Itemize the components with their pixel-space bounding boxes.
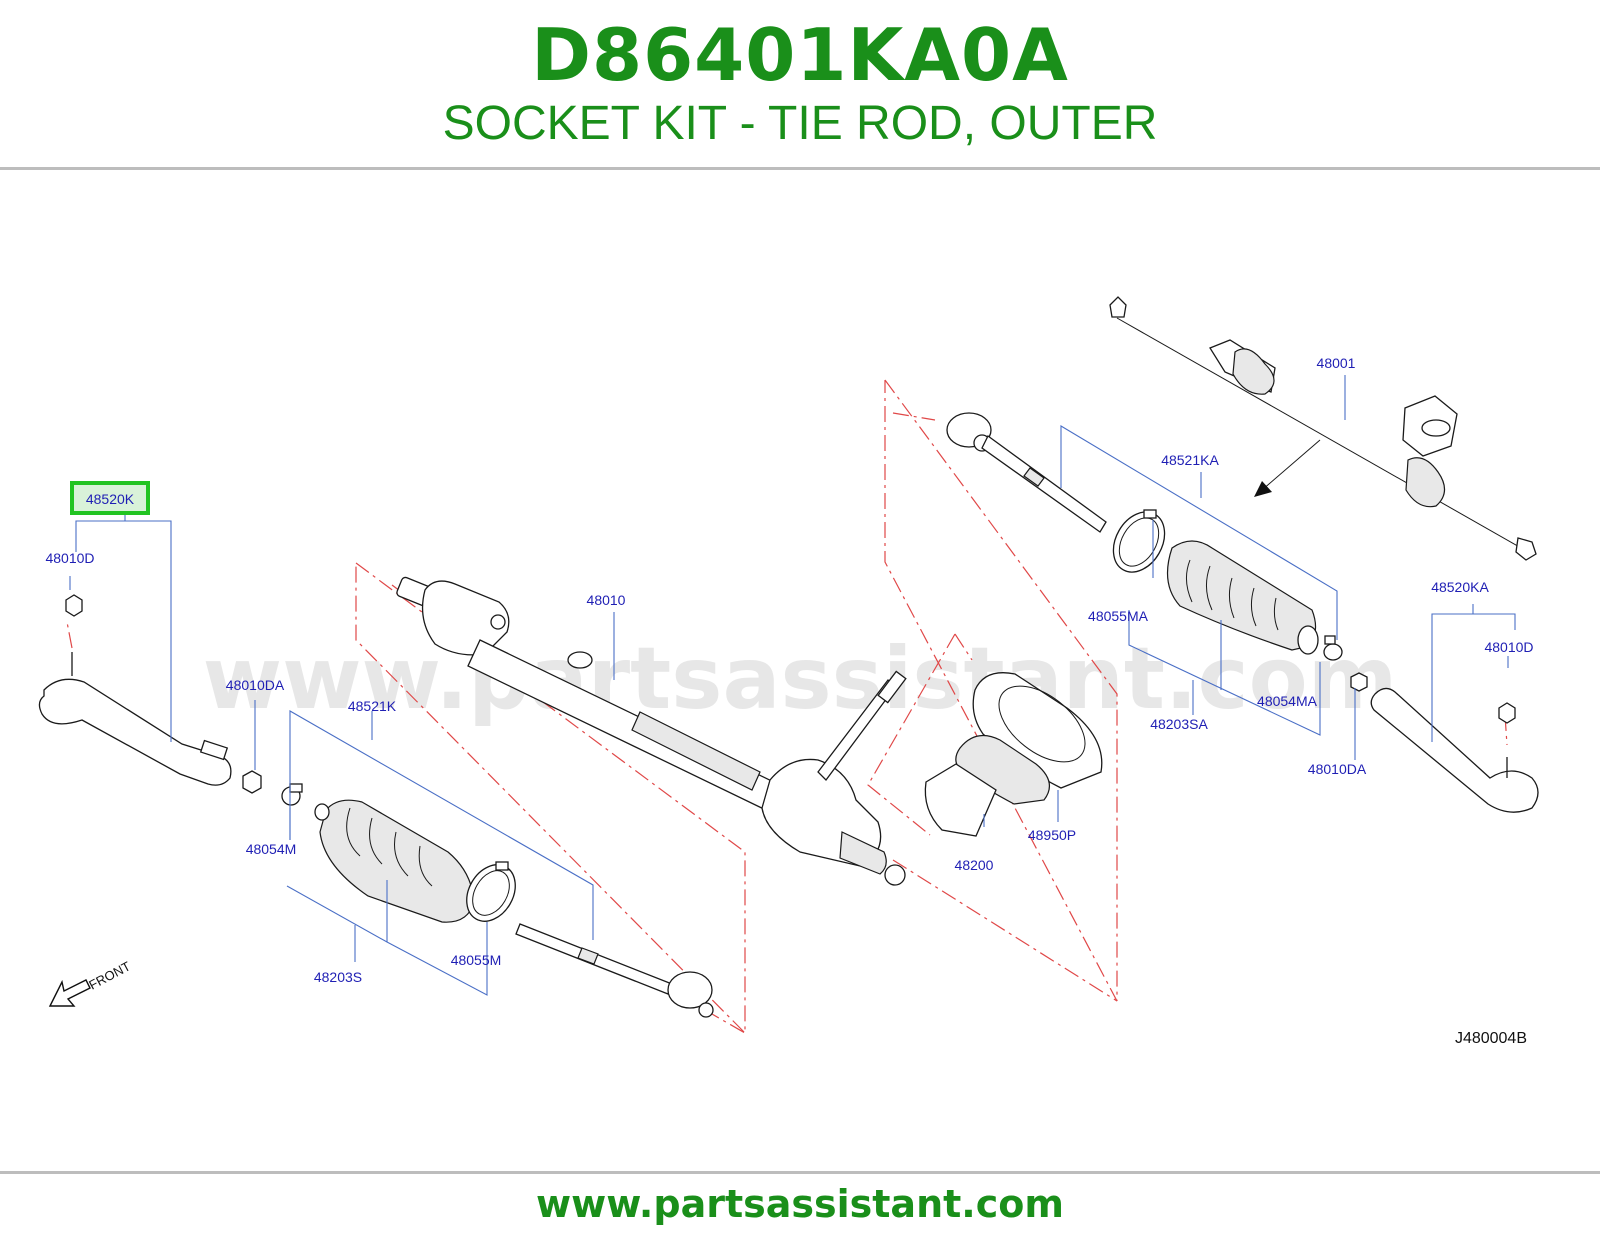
highlight-box — [70, 481, 150, 515]
pinion-seal-and-cover — [924, 672, 1103, 837]
callout-48010[interactable]: 48010 — [587, 592, 626, 608]
footer-website-link[interactable]: www.partsassistant.com — [536, 1182, 1064, 1226]
rack-boot-right — [1166, 540, 1319, 655]
callout-48521ka[interactable]: 48521KA — [1161, 452, 1219, 468]
callout-48054ma[interactable]: 48054MA — [1257, 693, 1318, 709]
callout-labels: 48520K 48010D 48010DA 48521K 48054M 4820… — [45, 355, 1533, 985]
outer-tie-rod-left — [38, 594, 232, 786]
callout-48055m[interactable]: 48055M — [451, 952, 502, 968]
footer-divider — [0, 1171, 1600, 1174]
lock-nut-left — [242, 770, 262, 794]
steering-gear-assembly-48001 — [1109, 296, 1537, 561]
steering-rack-housing — [396, 576, 907, 886]
front-direction-indicator: FRONT — [48, 958, 133, 1007]
page-header: D86401KA0A SOCKET KIT - TIE ROD, OUTER — [0, 0, 1600, 170]
callout-leader-lines — [69, 375, 1516, 996]
inner-tie-rod-left — [515, 923, 714, 1018]
callout-48010d-right[interactable]: 48010D — [1484, 639, 1533, 655]
header-divider — [0, 167, 1600, 170]
boot-clamp-right — [1112, 509, 1166, 573]
callout-48950p[interactable]: 48950P — [1028, 827, 1076, 843]
callout-48521k[interactable]: 48521K — [348, 698, 397, 714]
callout-48520ka[interactable]: 48520KA — [1431, 579, 1489, 595]
callout-48203sa[interactable]: 48203SA — [1150, 716, 1208, 732]
callout-48054m[interactable]: 48054M — [246, 841, 297, 857]
watermark: www.partsassistant.com — [203, 629, 1398, 729]
callout-48203s[interactable]: 48203S — [314, 969, 362, 985]
inner-tie-rod-right — [946, 412, 1107, 533]
exploded-parts-diagram: www.partsassistant.com — [38, 296, 1539, 1047]
boot-band-right — [1323, 635, 1343, 661]
outer-tie-rod-right — [1350, 672, 1539, 813]
callout-48010da-left[interactable]: 48010DA — [226, 677, 285, 693]
callout-48001[interactable]: 48001 — [1317, 355, 1356, 371]
callout-48010da-right[interactable]: 48010DA — [1308, 761, 1367, 777]
boot-band-left — [281, 783, 303, 806]
callout-48520k[interactable]: 48520K — [86, 491, 135, 507]
callout-48200[interactable]: 48200 — [955, 857, 994, 873]
part-number-title: D86401KA0A — [531, 13, 1069, 97]
rack-boot-left — [314, 799, 475, 923]
front-label: FRONT — [86, 958, 133, 992]
callout-48010d-left[interactable]: 48010D — [45, 550, 94, 566]
diagram-reference-code: J480004B — [1455, 1030, 1527, 1047]
part-description: SOCKET KIT - TIE ROD, OUTER — [442, 97, 1158, 150]
callout-48055ma[interactable]: 48055MA — [1088, 608, 1149, 624]
boot-clamp-left — [466, 861, 516, 922]
